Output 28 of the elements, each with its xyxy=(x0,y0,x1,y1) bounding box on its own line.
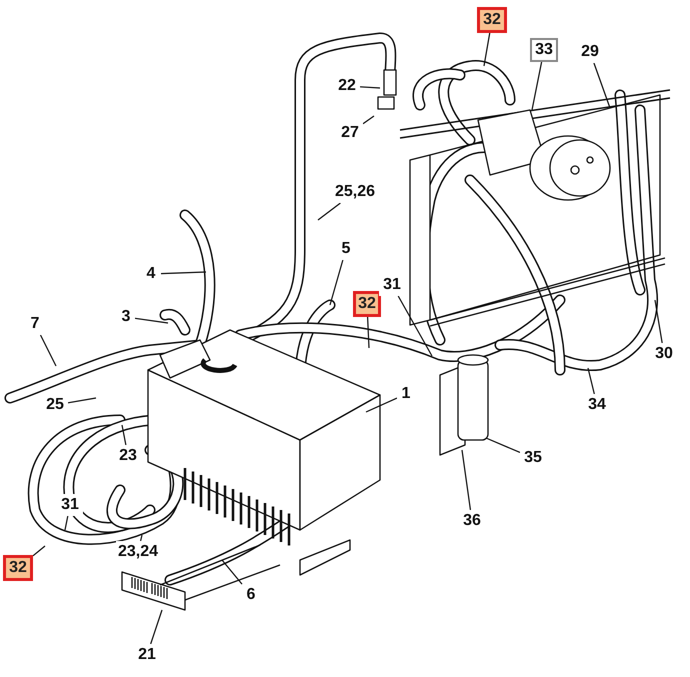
callout-number: 32 xyxy=(353,291,381,317)
leader-line xyxy=(329,260,344,306)
leader-line xyxy=(531,62,542,110)
leader-line xyxy=(68,397,96,404)
leader-line xyxy=(121,424,126,446)
leader-line xyxy=(32,546,46,556)
callout-number: 32 xyxy=(3,555,33,581)
leader-line xyxy=(160,271,206,274)
callout-number: 32 xyxy=(477,7,507,33)
leader-line xyxy=(318,202,341,220)
leader-line xyxy=(587,368,595,394)
leader-line xyxy=(360,86,380,89)
leader-line xyxy=(593,62,611,108)
leader-line xyxy=(140,534,143,542)
leader-line xyxy=(654,300,663,344)
leader-line xyxy=(150,610,163,644)
callout-number: 33 xyxy=(530,38,558,62)
leader-line xyxy=(483,32,490,66)
leader-line xyxy=(40,334,57,366)
leader-line xyxy=(398,296,433,356)
leader-line xyxy=(366,398,398,413)
leader-line xyxy=(64,516,68,530)
leader-line xyxy=(134,318,168,324)
leader-line xyxy=(486,437,520,454)
leader-line xyxy=(222,560,242,585)
leader-line xyxy=(362,116,374,124)
leader-line xyxy=(367,316,370,348)
leader-line xyxy=(461,450,472,510)
